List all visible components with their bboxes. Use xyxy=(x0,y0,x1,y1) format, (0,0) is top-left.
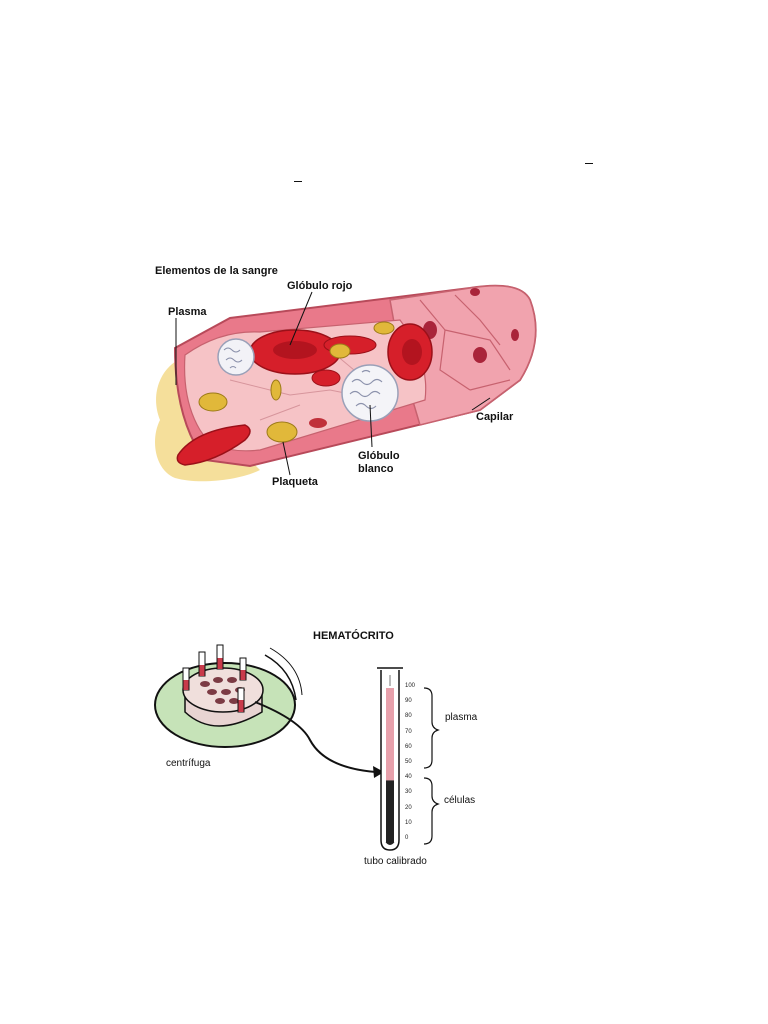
scale-tick-50: 50 xyxy=(405,759,412,765)
scale-tick-0: 0 xyxy=(405,835,409,841)
scale-tick-80: 80 xyxy=(405,713,412,720)
label-cells-layer: células xyxy=(444,795,476,806)
scale-tick-20: 20 xyxy=(405,804,412,811)
calibrated-tube xyxy=(377,667,403,851)
plasma-brace xyxy=(423,687,440,769)
label-white-blood-cell-line1: Glóbulo xyxy=(358,450,400,462)
transfer-arrow xyxy=(254,701,377,773)
dash-mark-1 xyxy=(585,163,593,164)
hematocrit-title: HEMATÓCRITO xyxy=(313,630,394,642)
scale-tick-100: 100 xyxy=(405,683,416,689)
platelets xyxy=(198,321,395,443)
cells-brace xyxy=(423,777,440,845)
blood-elements-title: Elementos de la sangre xyxy=(155,265,278,277)
label-calibrated-tube: tubo calibrado xyxy=(364,856,427,867)
label-plasma: Plasma xyxy=(168,306,207,318)
scale-tick-60: 60 xyxy=(405,743,412,750)
scale-tick-70: 70 xyxy=(405,728,412,735)
scale-tick-90: 90 xyxy=(405,698,412,705)
label-capillary: Capilar xyxy=(476,411,514,423)
dash-mark-2 xyxy=(294,181,302,182)
label-plasma-layer: plasma xyxy=(445,712,478,723)
label-red-blood-cell: Glóbulo rojo xyxy=(287,280,353,292)
scale-tick-30: 30 xyxy=(405,789,412,796)
label-white-blood-cell-line2: blanco xyxy=(358,463,394,475)
label-centrifuge: centrífuga xyxy=(166,758,211,769)
label-platelet: Plaqueta xyxy=(272,476,318,488)
scale-tick-10: 10 xyxy=(405,819,412,826)
white-blood-cells xyxy=(217,338,399,422)
scale-tick-40: 40 xyxy=(405,774,412,781)
